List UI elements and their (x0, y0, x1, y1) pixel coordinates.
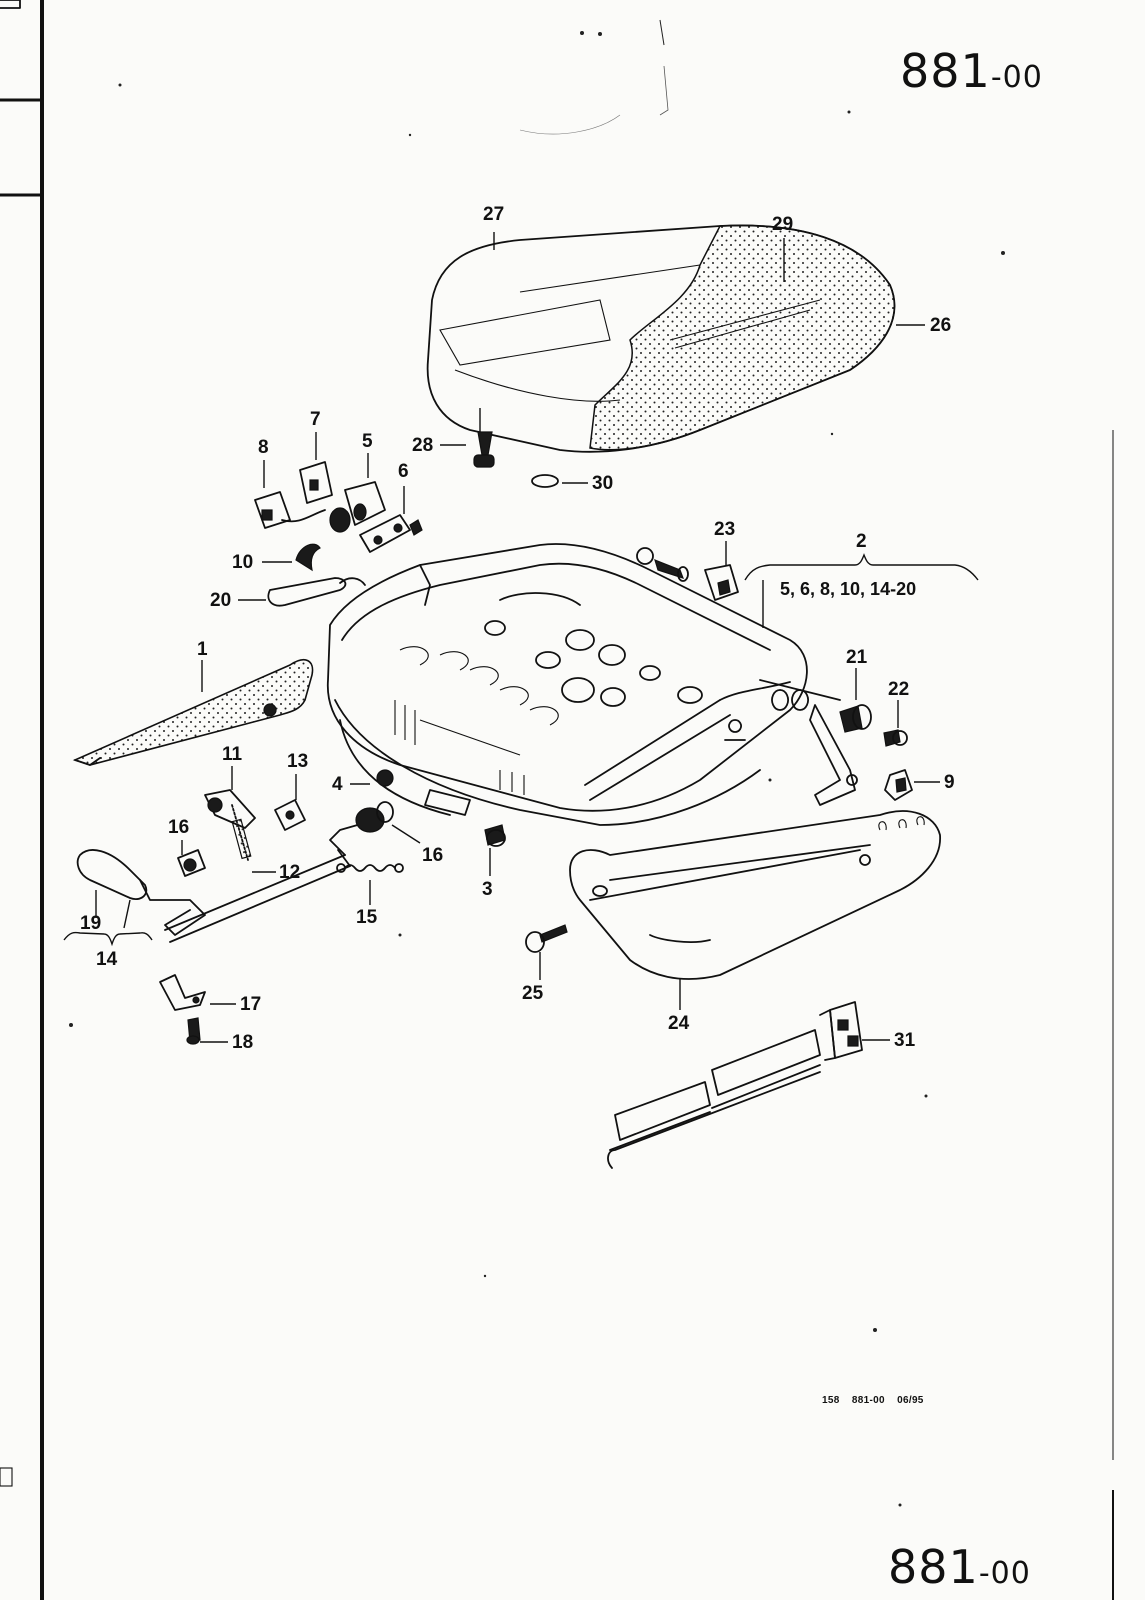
page-number-bottom: 881-00 (888, 1540, 1031, 1594)
part-31-rail (607, 1001, 863, 1169)
callout-22: 22 (888, 679, 910, 700)
callout-19: 19 (80, 913, 102, 934)
callout-1: 1 (197, 639, 208, 660)
mechanism-parts (254, 461, 423, 607)
page-binding-edge (0, 0, 1114, 1600)
callout-26: 26 (930, 315, 952, 336)
callout-27: 27 (483, 204, 505, 225)
scan-specks (69, 19, 1005, 1507)
callout-2: 2 (856, 531, 867, 552)
callout-4: 4 (332, 774, 343, 795)
right-side-parts (809, 704, 913, 806)
part-28-clip (473, 431, 495, 468)
callout-9: 9 (944, 772, 955, 793)
callout-18: 18 (232, 1032, 254, 1053)
page-number-suffix: -00 (978, 1556, 1031, 1591)
callout-13: 13 (287, 751, 309, 772)
callout-11: 11 (222, 744, 243, 765)
callout-12: 12 (279, 862, 301, 883)
lever-mechanism (177, 789, 306, 877)
callout-15: 15 (356, 907, 378, 928)
page-number-suffix: -00 (990, 60, 1043, 95)
callout-23: 23 (714, 519, 736, 540)
part-17-18-bracket-screw (159, 974, 206, 1045)
callout-20: 20 (210, 590, 232, 611)
part-24-side-cover (569, 810, 941, 980)
callout-5: 5 (362, 431, 373, 452)
callout-21: 21 (846, 647, 868, 668)
callout-24: 24 (668, 1013, 690, 1034)
seat-frame (327, 543, 841, 826)
callout-7: 7 (310, 409, 321, 430)
callout-16-right: 16 (422, 845, 444, 866)
page-number-main: 881 (900, 44, 991, 98)
callout-28: 28 (412, 435, 434, 456)
springs-and-fasteners (336, 769, 506, 873)
callout-2-range: 5, 6, 8, 10, 14-20 (780, 579, 917, 599)
seat-cushion (426, 224, 896, 453)
page-number-main: 881 (888, 1540, 979, 1594)
part-23-clip (636, 547, 739, 601)
drawing-reference-code: 158 881-00 06/95 (822, 1395, 924, 1406)
callout-17: 17 (240, 994, 262, 1015)
callout-16-left: 16 (168, 817, 190, 838)
callout-30: 30 (592, 473, 614, 494)
leader-lines (63, 232, 979, 1043)
callout-14: 14 (96, 949, 118, 970)
part-14-release-lever (76, 819, 376, 943)
callout-8: 8 (258, 437, 269, 458)
callout-6: 6 (398, 461, 409, 482)
callout-10: 10 (232, 552, 254, 573)
part-30-ring (531, 474, 559, 488)
part-1-side-trim (72, 659, 314, 766)
page-number-top: 881-00 (900, 44, 1043, 98)
callout-25: 25 (522, 983, 544, 1004)
callout-31: 31 (894, 1030, 916, 1051)
part-25-screw (525, 924, 568, 953)
callout-29: 29 (772, 214, 794, 235)
callout-3: 3 (482, 879, 493, 900)
